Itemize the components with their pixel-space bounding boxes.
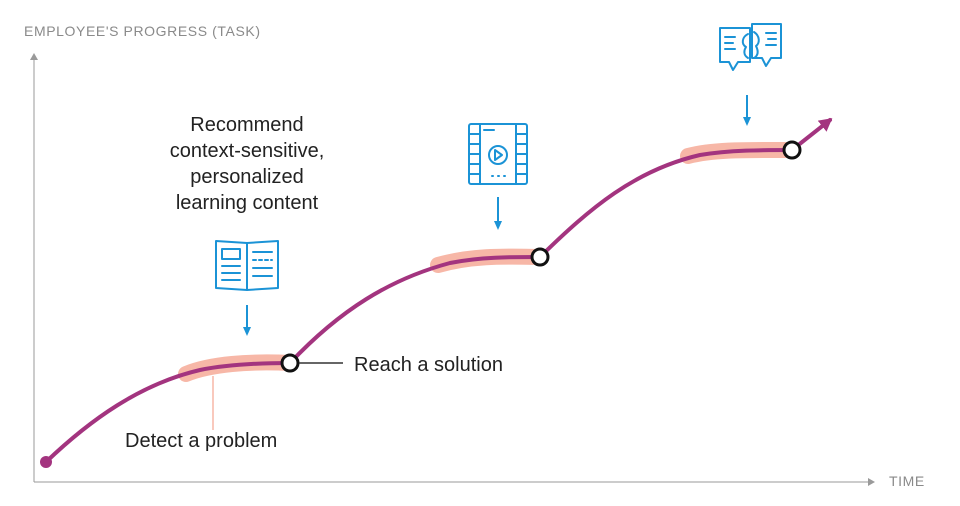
recommend-line-2: context-sensitive, xyxy=(170,140,325,162)
video-icon xyxy=(468,123,528,185)
milestone-2 xyxy=(530,247,550,267)
start-point xyxy=(40,456,52,468)
detect-problem-label: Detect a problem xyxy=(125,430,277,452)
milestone-3 xyxy=(782,140,802,160)
x-axis-label: TIME xyxy=(889,473,925,489)
progress-curve-1 xyxy=(44,361,292,464)
conversation-icon xyxy=(719,23,782,71)
progress-curve-2 xyxy=(288,255,542,365)
milestone-1 xyxy=(280,353,300,373)
recommend-line-1: Recommend xyxy=(190,114,303,136)
reach-solution-label: Reach a solution xyxy=(354,354,503,376)
recommend-line-4: learning content xyxy=(176,192,319,214)
book-icon xyxy=(215,240,279,291)
recommend-line-3: personalized xyxy=(190,166,303,188)
progress-curve-3 xyxy=(538,148,794,259)
y-axis-label: EMPLOYEE'S PROGRESS (TASK) xyxy=(24,23,261,39)
